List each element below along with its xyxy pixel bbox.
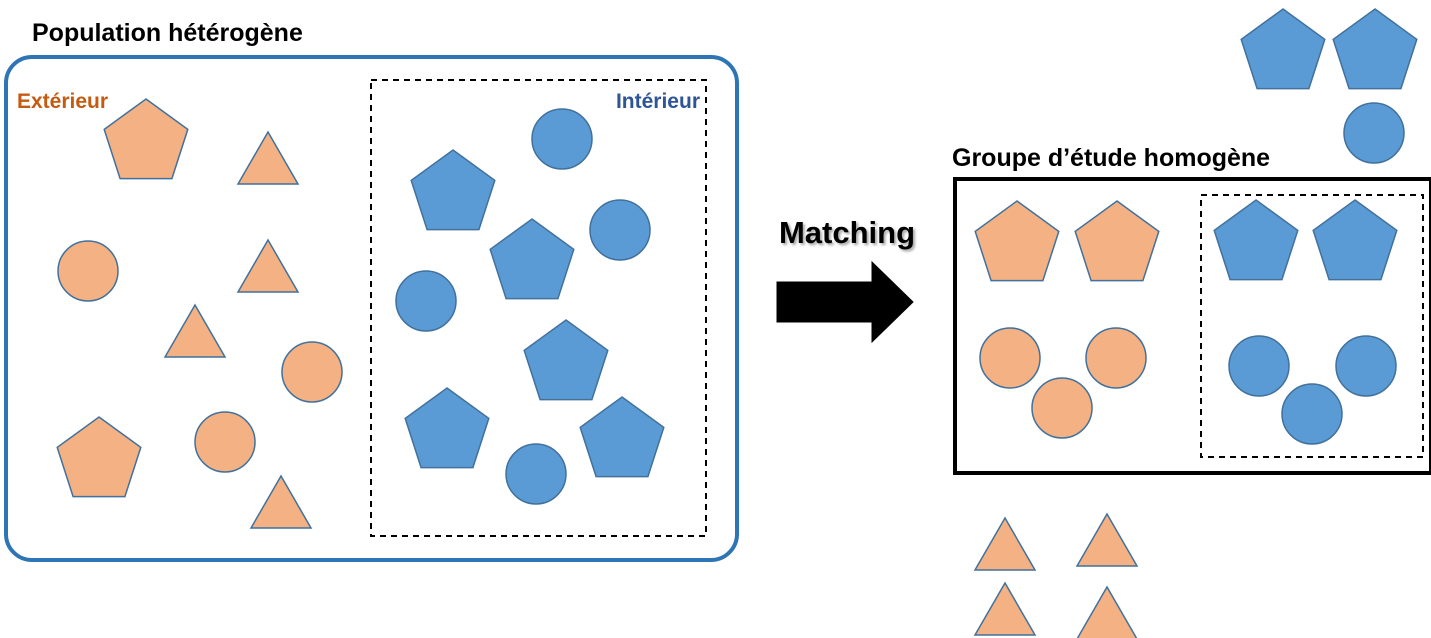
right-arrow-icon	[776, 260, 914, 344]
interior-pentagon-icon	[579, 396, 665, 478]
right-panel-title: Groupe d’étude homogène	[952, 144, 1270, 172]
exterior-circle-icon	[194, 411, 256, 473]
exterior-circle-icon	[281, 341, 343, 403]
interior-pentagon-icon	[410, 149, 496, 231]
interior-circle-icon	[531, 108, 593, 170]
matched-exterior-pentagon-icon	[974, 200, 1060, 282]
study-group-frame	[953, 177, 1431, 475]
unmatched-interior-pentagon-icon	[1240, 8, 1326, 90]
left-panel-title: Population hétérogène	[32, 19, 303, 47]
matched-exterior-circle-icon	[1085, 327, 1147, 389]
matched-interior-circle-icon	[1335, 335, 1397, 397]
exterior-label: Extérieur	[17, 90, 108, 113]
matched-interior-circle-icon	[1281, 383, 1343, 445]
unmatched-interior-pentagon-icon	[1332, 8, 1418, 90]
population-frame	[4, 55, 739, 562]
matching-label: Matching	[779, 215, 915, 250]
exterior-circle-icon	[57, 240, 119, 302]
unmatched-exterior-triangle-icon	[973, 581, 1037, 636]
matched-exterior-circle-icon	[1031, 377, 1093, 439]
interior-circle-icon	[395, 270, 457, 332]
unmatched-interior-circle-icon	[1343, 102, 1405, 164]
unmatched-exterior-triangle-icon	[973, 516, 1037, 571]
unmatched-exterior-triangle-icon	[1076, 585, 1138, 638]
exterior-triangle-icon	[236, 238, 300, 293]
matched-interior-circle-icon	[1228, 335, 1290, 397]
interior-pentagon-icon	[404, 387, 490, 469]
interior-label: Intérieur	[616, 90, 700, 113]
exterior-pentagon-icon	[56, 416, 142, 498]
exterior-triangle-icon	[236, 130, 300, 185]
interior-circle-icon	[505, 443, 567, 505]
interior-pentagon-icon	[489, 218, 575, 300]
matched-exterior-pentagon-icon	[1074, 200, 1160, 282]
matched-interior-pentagon-icon	[1213, 199, 1299, 281]
exterior-triangle-icon	[249, 474, 313, 529]
interior-circle-icon	[589, 199, 651, 261]
study-group-interior-box	[1200, 194, 1424, 458]
interior-dashed-box	[370, 79, 707, 537]
exterior-triangle-icon	[163, 303, 227, 358]
interior-pentagon-icon	[523, 319, 609, 401]
exterior-pentagon-icon	[103, 98, 189, 180]
unmatched-exterior-triangle-icon	[1075, 512, 1139, 567]
matched-exterior-circle-icon	[979, 327, 1041, 389]
matched-interior-pentagon-icon	[1312, 199, 1398, 281]
